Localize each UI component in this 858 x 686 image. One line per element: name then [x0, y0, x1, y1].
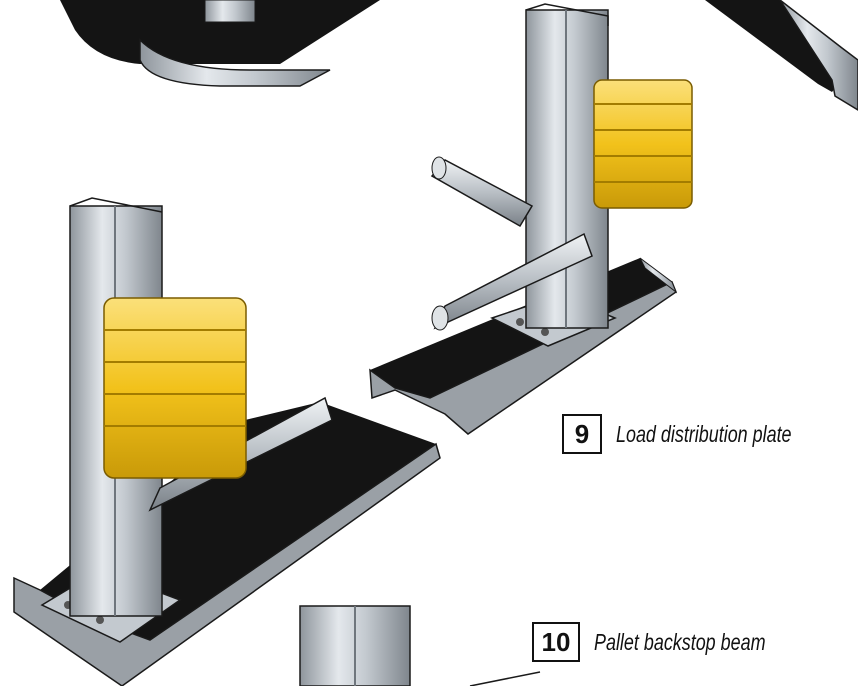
yellow-guard-left — [103, 297, 247, 479]
top-left-channel — [60, 0, 380, 87]
upright-bottom-partial — [299, 605, 411, 686]
callout-label-load-distribution-plate: Load distribution plate — [616, 420, 792, 447]
callout-load-distribution-plate: 9 Load distribution plate — [562, 414, 841, 454]
yellow-guard-right — [593, 79, 693, 209]
top-right-channel — [705, 0, 858, 111]
callout-pallet-backstop-beam: 10 Pallet backstop beam — [532, 622, 814, 662]
tubes-right — [430, 156, 593, 331]
callout-label-pallet-backstop-beam: Pallet backstop beam — [594, 628, 766, 655]
callout-number-9: 9 — [562, 414, 602, 454]
backstop-beam-line — [469, 671, 541, 686]
callout-number-10: 10 — [532, 622, 580, 662]
